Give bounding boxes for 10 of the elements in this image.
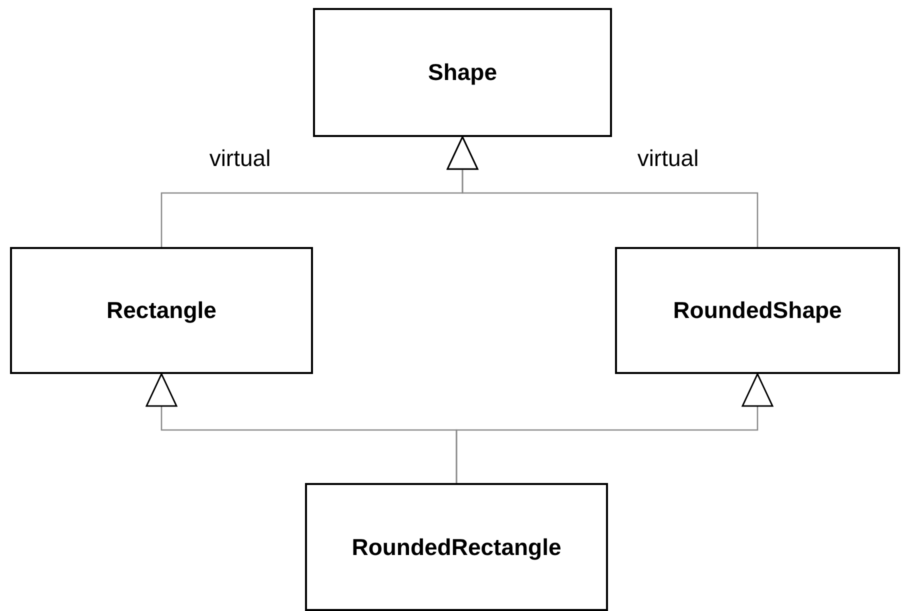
class-box [305, 483, 608, 611]
class-box [313, 8, 612, 137]
class-box [615, 247, 900, 374]
class-name: Rectangle [106, 297, 216, 324]
class-box [10, 247, 313, 374]
class-name: Shape [428, 59, 498, 86]
class-name: RoundedRectangle [352, 534, 562, 560]
inheritance-arrow [446, 136, 758, 247]
class-name: RoundedShape [673, 297, 842, 324]
inheritance-arrow [456, 373, 774, 483]
